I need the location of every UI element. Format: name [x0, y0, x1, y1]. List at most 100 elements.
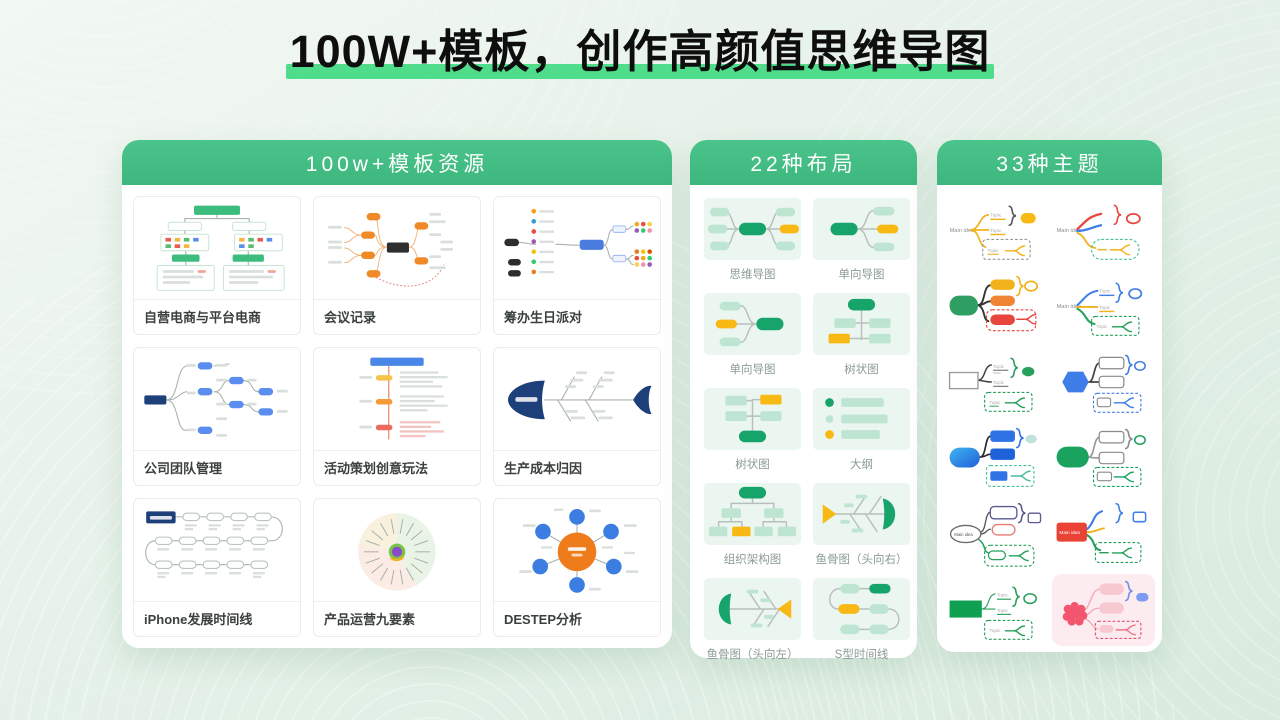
svg-text:Main idea: Main idea — [1057, 228, 1082, 234]
s-timeline-layout-icon — [829, 583, 900, 635]
svg-text:Main idea: Main idea — [954, 532, 973, 537]
template-card-nine-elements[interactable]: 产品运营九要素 — [313, 498, 481, 637]
themes-panel: 33种主题 Main idea Topic Topic Topic Main i… — [937, 140, 1162, 652]
iphone-timeline-thumbnail-icon — [145, 511, 283, 579]
layout-item-fishbone-right[interactable]: 鱼骨图（头向右） — [813, 483, 910, 567]
template-thumbnail — [494, 197, 660, 299]
svg-text:Topic: Topic — [997, 608, 1009, 614]
red-main-theme-icon: Main idea — [1056, 502, 1147, 563]
layout-item-outline[interactable]: 大纲 — [813, 388, 910, 472]
one-way-left-layout-icon — [715, 301, 784, 347]
mindmap-layout-icon — [707, 207, 799, 251]
layout-label: 组织架构图 — [723, 554, 782, 566]
templates-panel: 100w+模板资源 — [122, 140, 672, 648]
layout-item-s-timeline[interactable]: S型时间线 — [813, 578, 910, 662]
blue-hexagon-theme-icon — [1062, 354, 1147, 413]
template-label: 产品运营九要素 — [314, 601, 480, 636]
layouts-grid: 思维导图 单向导图 — [690, 185, 917, 670]
template-thumbnail — [134, 197, 300, 299]
layout-item-tree-up[interactable]: 树状图 — [704, 388, 801, 472]
blue-gradient-theme-icon — [949, 427, 1037, 487]
event-planning-thumbnail-icon — [359, 357, 448, 440]
theme-preview-pink-flower[interactable] — [1051, 574, 1155, 646]
template-card-ecommerce[interactable]: 自营电商与平台电商 — [133, 196, 301, 335]
svg-text:Main idea: Main idea — [1060, 530, 1081, 536]
birthday-party-thumbnail-icon — [504, 208, 652, 277]
green-gray-theme-icon — [1056, 428, 1147, 487]
fishbone-cost-thumbnail-icon — [508, 371, 652, 422]
theme-preview-blue-gradient[interactable] — [944, 422, 1048, 494]
colorful-curves-theme-icon: Main idea Topic Topic Topic — [1057, 282, 1143, 336]
fishbone-left-layout-icon — [718, 589, 792, 628]
theme-preview-green-solid[interactable] — [944, 270, 1048, 342]
templates-grid: 自营电商与平台电商 — [122, 185, 672, 648]
layout-item-org-chart[interactable]: 组织架构图 — [704, 483, 801, 567]
svg-text:Topic: Topic — [993, 380, 1005, 386]
minimal-box-theme-icon: Topic Topic Topic — [948, 357, 1035, 412]
template-label: 公司团队管理 — [134, 450, 300, 485]
theme-preview-colorful-curves[interactable]: Main idea Topic Topic Topic — [1052, 270, 1156, 342]
theme-preview-green-gray[interactable] — [1052, 422, 1156, 494]
tree-up-layout-icon — [725, 394, 782, 443]
green-rect-theme-icon: Topic Topic Topic — [949, 586, 1037, 640]
theme-preview-red-blue-curves[interactable]: Main idea — [1052, 194, 1156, 266]
layout-label: 树状图 — [735, 459, 770, 471]
theme-preview-green-rect[interactable]: Topic Topic Topic — [944, 574, 1048, 646]
themes-grid: Main idea Topic Topic Topic Main idea — [937, 185, 1162, 655]
layout-label: 思维导图 — [729, 269, 776, 281]
layout-item-one-way-left[interactable]: 单向导图 — [704, 293, 801, 377]
title-highlight-bar — [285, 63, 995, 79]
layout-item-tree-down[interactable]: 树状图 — [813, 293, 910, 377]
green-solid-theme-icon — [949, 275, 1038, 332]
layout-item-fishbone-left[interactable]: 鱼骨图（头向左） — [704, 578, 801, 662]
svg-text:Main idea: Main idea — [949, 228, 974, 234]
layout-label: 树状图 — [844, 364, 879, 376]
template-card-destep[interactable]: DESTEP分析 — [493, 498, 661, 637]
layout-item-mindmap[interactable]: 思维导图 — [704, 198, 801, 282]
org-chart-layout-icon — [708, 486, 797, 537]
template-label: 自营电商与平台电商 — [134, 299, 300, 334]
template-label: 活动策划创意玩法 — [314, 450, 480, 485]
svg-text:Topic: Topic — [1097, 324, 1109, 330]
svg-text:Topic: Topic — [987, 248, 999, 254]
svg-text:Topic: Topic — [990, 213, 1002, 219]
theme-preview-minimal-box[interactable]: Topic Topic Topic — [944, 346, 1048, 418]
theme-preview-blue-hexagon[interactable] — [1052, 346, 1156, 418]
template-label: 筹办生日派对 — [494, 299, 660, 334]
theme-preview-yellow-sketch[interactable]: Main idea Topic Topic Topic — [944, 194, 1048, 266]
template-card-team-management[interactable]: 公司团队管理 — [133, 347, 301, 486]
svg-text:Topic: Topic — [1099, 305, 1111, 311]
outline-multicolor-theme-icon: Main idea — [949, 502, 1041, 567]
layout-label: 单向导图 — [729, 364, 776, 376]
template-label: DESTEP分析 — [494, 601, 660, 636]
template-card-birthday-party[interactable]: 筹办生日派对 — [493, 196, 661, 335]
svg-text:Topic: Topic — [989, 628, 1001, 634]
template-card-iphone-timeline[interactable]: iPhone发展时间线 — [133, 498, 301, 637]
layout-label: 大纲 — [850, 459, 873, 471]
team-management-thumbnail-icon — [144, 362, 288, 437]
template-card-meeting-notes[interactable]: 会议记录 — [313, 196, 481, 335]
layout-label: 鱼骨图（头向左） — [706, 649, 799, 661]
template-thumbnail — [314, 197, 480, 299]
template-thumbnail — [494, 499, 660, 601]
template-label: iPhone发展时间线 — [134, 601, 300, 636]
svg-text:Topic: Topic — [993, 364, 1005, 370]
templates-panel-header: 100w+模板资源 — [122, 140, 672, 185]
template-card-fishbone-cost[interactable]: 生产成本归因 — [493, 347, 661, 486]
page-title: 100W+模板，创作高颜值思维导图 — [289, 26, 991, 77]
theme-preview-red-main[interactable]: Main idea — [1052, 498, 1156, 570]
layout-item-one-way-right[interactable]: 单向导图 — [813, 198, 910, 282]
template-thumbnail — [314, 348, 480, 450]
layout-label: S型时间线 — [834, 649, 889, 661]
destep-analysis-thumbnail-icon — [519, 508, 639, 593]
svg-text:Topic: Topic — [1099, 289, 1111, 295]
template-label: 生产成本归因 — [494, 450, 660, 485]
ecommerce-tree-thumbnail-icon — [156, 205, 285, 291]
template-thumbnail — [134, 348, 300, 450]
template-card-event-planning[interactable]: 活动策划创意玩法 — [313, 347, 481, 486]
svg-text:Topic: Topic — [997, 593, 1009, 599]
theme-preview-outline-multicolor[interactable]: Main idea — [944, 498, 1048, 570]
outline-layout-icon — [825, 398, 888, 439]
layouts-panel: 22种布局 思维导图 — [690, 140, 917, 661]
themes-panel-header: 33种主题 — [937, 140, 1162, 185]
